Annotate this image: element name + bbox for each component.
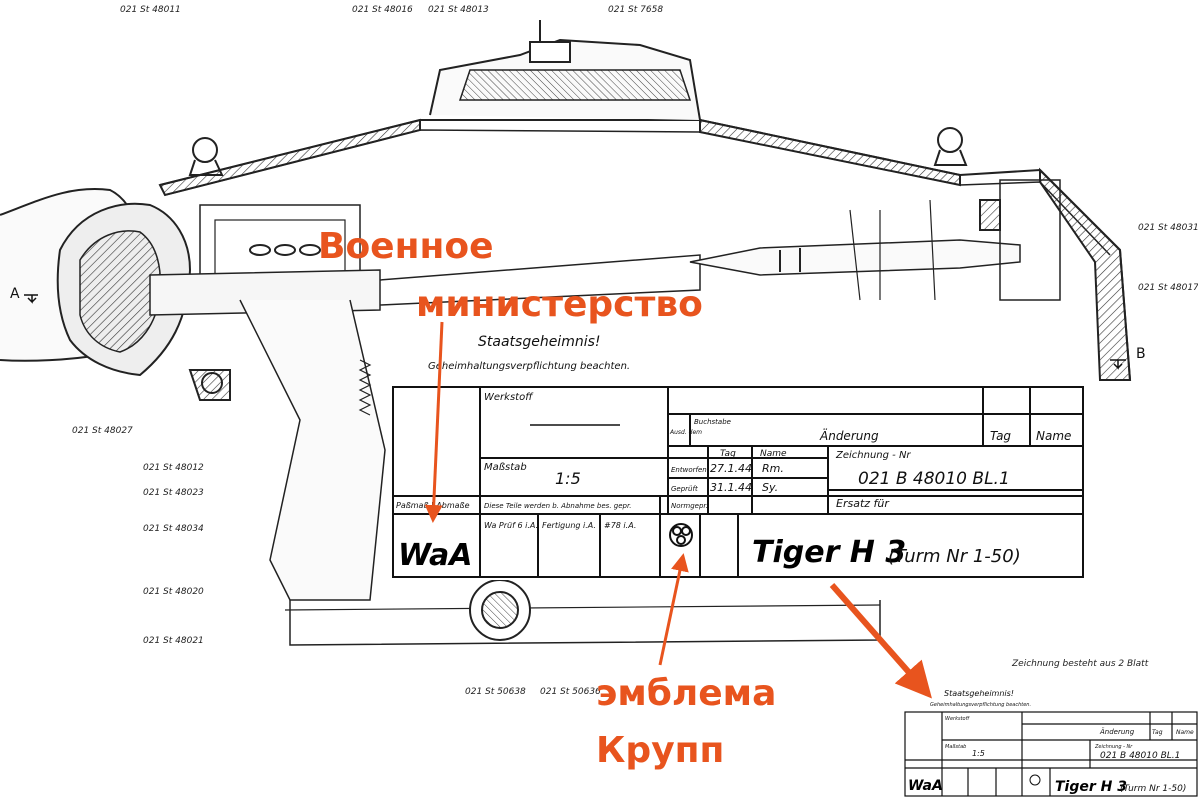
emblem-label-line2: Крупп — [596, 730, 724, 771]
tag-column: Tag — [720, 449, 736, 459]
zeichnung-nr-small: 021 B 48010 BL.1 — [1100, 751, 1180, 761]
zeichnung-nr-label: Zeichnung - Nr — [835, 450, 911, 461]
date-gepruft: 31.1.44 — [710, 481, 752, 494]
secret-heading: Staatsgeheimnis! — [478, 334, 601, 350]
hash78-label: #78 i.A. — [604, 521, 636, 530]
tiger-title-small: Tiger H 3 — [1055, 779, 1127, 795]
part-labels: 021 St 48011 021 St 48016 021 St 48013 0… — [72, 5, 1198, 697]
krupp-rings-icon-small — [1029, 774, 1041, 786]
part-label: 021 St 48027 — [72, 426, 133, 436]
annotations: Военное министерство эмблема Крупп — [318, 226, 932, 771]
part-label: 021 St 48016 — [352, 5, 413, 15]
massstab-label: Maßstab — [484, 462, 527, 473]
ministry-arrow — [424, 321, 444, 523]
waa-stamp-small: WaA — [908, 778, 943, 794]
title-block-enlarged: Staatsgeheimnis! Geheimhaltungsverpflich… — [392, 322, 1084, 580]
tag-header-small: Tag — [1152, 729, 1163, 736]
zeichnung-nr-label-small: Zeichnung - Nr — [1094, 744, 1133, 750]
massstab-value-small: 1:5 — [972, 749, 985, 758]
part-label: 021 St 48012 — [143, 463, 204, 473]
name-header-small: Name — [1176, 729, 1194, 736]
ministry-label-line2: министерство — [416, 284, 703, 325]
massstab-value: 1:5 — [555, 469, 581, 488]
part-label: 021 St 48021 — [143, 636, 204, 646]
part-label: 021 St 50636 — [540, 687, 601, 697]
ministry-label-line1: Военное — [318, 226, 493, 267]
section-markers: A B — [10, 286, 1146, 370]
part-label: 021 St 48017 — [1138, 283, 1198, 293]
ersatz-label: Ersatz für — [836, 497, 890, 510]
buchstabe-label: Buchstabe — [694, 418, 731, 426]
secret-heading-small: Staatsgeheimnis! — [944, 689, 1014, 698]
turret-outline — [0, 20, 1132, 646]
abnahme-note: Diese Teile werden b. Abnahme bes. gepr. — [484, 502, 631, 510]
massstab-label-small: Maßstab — [945, 744, 966, 750]
aus-dem-label: Ausd. dem — [669, 429, 702, 436]
part-label: 021 St 48011 — [120, 5, 181, 15]
entworfen-label: Entworfen — [671, 466, 707, 474]
wa-pruf-label: Wa Prüf 6 i.A. — [484, 521, 538, 530]
gepruft-label: Geprüft — [671, 485, 698, 493]
zoom-arrow — [829, 583, 932, 699]
secret-subheading: Geheimhaltungsverpflichtung beachten. — [428, 361, 630, 372]
turret-range-small: (Turm Nr 1-50) — [1120, 784, 1186, 794]
part-label: 021 St 48034 — [143, 524, 204, 534]
emblem-arrow — [658, 553, 689, 666]
werkstoff-label: Werkstoff — [484, 392, 534, 403]
init-entworfen: Rm. — [762, 462, 784, 475]
anderung-label: Änderung — [819, 428, 879, 443]
part-label: 021 St 48013 — [428, 5, 489, 15]
date-entworfen: 27.1.44 — [710, 462, 752, 475]
werkstoff-label-small: Werkstoff — [945, 716, 971, 722]
section-b-label: B — [1136, 346, 1146, 362]
fertigung-label: Fertigung i.A. — [542, 521, 596, 530]
sheet-note: Zeichnung besteht aus 2 Blatt — [1011, 659, 1149, 669]
secret-subheading-small: Geheimhaltungsverpflichtung beachten. — [930, 702, 1031, 708]
part-label: 021 St 50638 — [465, 687, 526, 697]
name-column: Name — [760, 449, 787, 459]
zeichnung-nr: 021 B 48010 BL.1 — [858, 469, 1010, 489]
anderung-label-small: Änderung — [1099, 727, 1135, 736]
krupp-rings-icon — [669, 523, 693, 547]
title-block-small: Staatsgeheimnis! Geheimhaltungsverpflich… — [900, 689, 1198, 798]
tag-header: Tag — [990, 429, 1011, 443]
part-label: 021 St 48020 — [143, 587, 204, 597]
part-label: 021 St 48023 — [143, 488, 204, 498]
tiger-title: Tiger H 3 — [752, 535, 906, 570]
init-gepruft: Sy. — [762, 481, 778, 494]
emblem-label-line1: эмблема — [596, 673, 776, 714]
name-header: Name — [1036, 429, 1071, 443]
waa-stamp: WaA — [398, 538, 473, 573]
part-label: 021 St 48031 — [1138, 223, 1198, 233]
normgepr-label: Normgepr. — [671, 502, 708, 510]
part-label: 021 St 7658 — [608, 5, 663, 15]
turret-range: (Turm Nr 1-50) — [888, 546, 1021, 567]
section-a-label: A — [10, 286, 20, 302]
